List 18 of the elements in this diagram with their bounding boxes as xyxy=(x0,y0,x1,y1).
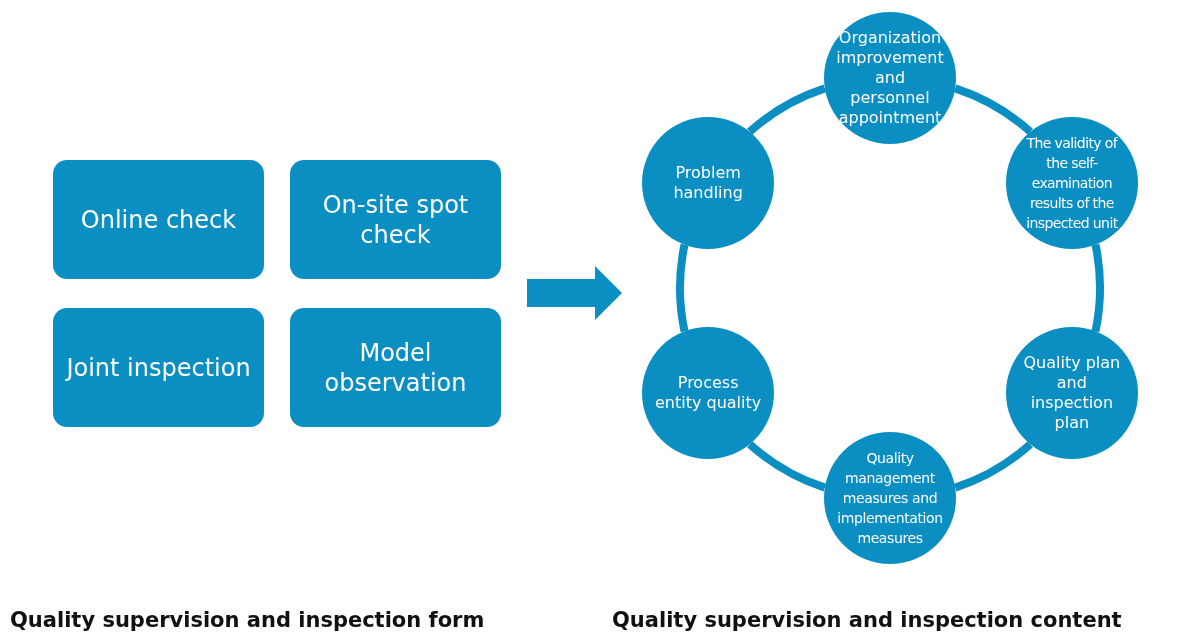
topic-circle: Problem handling xyxy=(642,117,775,249)
ring-connector xyxy=(747,84,827,135)
section-caption: Quality supervision and inspection content xyxy=(612,608,1122,632)
process-box: Model observation xyxy=(290,308,501,427)
ring-connector xyxy=(747,441,827,492)
process-box: On-site spot check xyxy=(290,160,501,279)
topic-circle: Quality management measures and implementation measures xyxy=(824,432,956,564)
process-box: Online check xyxy=(53,160,264,279)
topic-circle: Process entity quality xyxy=(642,327,775,459)
ring-connector xyxy=(953,441,1033,492)
ring-connector xyxy=(953,84,1033,135)
section-caption: Quality supervision and inspection form xyxy=(10,608,485,632)
ring-connector xyxy=(676,244,689,332)
topic-circle: The validity of the self-examination results of the inspected unit xyxy=(1005,117,1138,249)
topic-circle: Organization improvement and personnel appointment xyxy=(824,12,956,144)
process-box: Joint inspection xyxy=(53,308,264,427)
topic-circle: Quality plan and inspection plan xyxy=(1005,327,1138,459)
ring-connector xyxy=(1091,244,1104,332)
